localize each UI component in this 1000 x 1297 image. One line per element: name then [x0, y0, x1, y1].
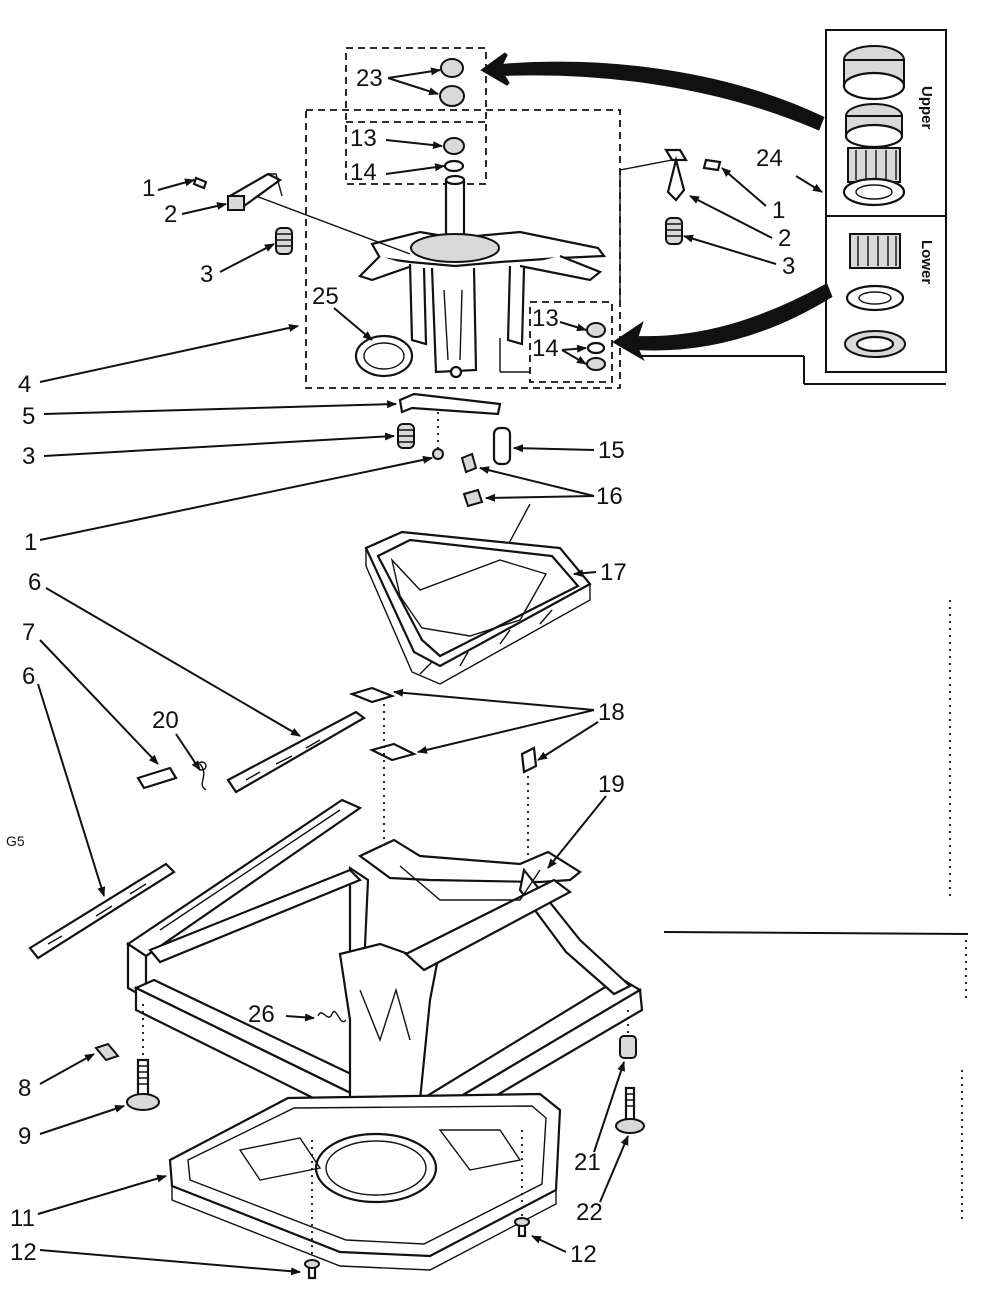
label-22: 22	[576, 1199, 603, 1226]
label-15: 15	[598, 437, 625, 464]
label-14-top: 14	[350, 159, 377, 186]
label-1-left: 1	[142, 175, 155, 202]
label-13-top: 13	[350, 125, 377, 152]
brake-tray-17	[364, 530, 592, 685]
label-20: 20	[152, 707, 179, 734]
label-3-right: 3	[782, 253, 795, 280]
upper-bearing-arrow	[480, 52, 825, 131]
label-3-center: 3	[22, 443, 35, 470]
label-5: 5	[22, 403, 35, 430]
upper-bearing-icon	[842, 45, 906, 207]
label-16-top: 16	[596, 483, 623, 510]
brake-bar-5	[397, 392, 512, 466]
label-6-top: 6	[28, 569, 41, 596]
label-21: 21	[574, 1149, 601, 1176]
label-1-right: 1	[772, 197, 785, 224]
label-24: 24	[756, 145, 783, 172]
label-23: 23	[356, 65, 383, 92]
screws-12	[304, 1130, 530, 1280]
label-11: 11	[10, 1205, 35, 1232]
upper-bearing-box: 23 13 14	[345, 47, 487, 186]
label-12-left: 12	[10, 1239, 37, 1266]
rods-6-7-20	[28, 710, 366, 960]
left-clip-group	[192, 172, 293, 255]
label-1-center: 1	[24, 529, 37, 556]
label-25: 25	[312, 283, 339, 310]
plates-18	[348, 686, 538, 774]
label-17: 17	[600, 559, 627, 586]
lower-bearing-icon	[844, 233, 906, 358]
base-pan-11	[168, 1092, 562, 1271]
inset-upper-label: Upper	[918, 86, 935, 130]
leveling-feet	[94, 1004, 645, 1134]
mount-assembly-box	[305, 109, 621, 389]
label-g5: G5	[6, 833, 25, 849]
label-13-lower: 13	[532, 305, 559, 332]
label-3-left: 3	[200, 261, 213, 288]
right-clip-group	[619, 148, 722, 300]
clip-26	[317, 1011, 347, 1023]
label-4: 4	[18, 371, 31, 398]
label-26: 26	[248, 1001, 275, 1028]
inset-lower-label: Lower	[918, 240, 935, 284]
lower-bearing-arrow	[612, 283, 833, 362]
label-14-lower: 14	[532, 335, 559, 362]
lower-bearing-box: 13 14	[529, 301, 613, 383]
reference-line	[663, 931, 969, 935]
label-18: 18	[598, 699, 625, 726]
mounting-bracket-assembly	[239, 174, 607, 379]
main-frame-19	[126, 798, 644, 1149]
label-9: 9	[18, 1123, 31, 1150]
label-7: 7	[22, 619, 35, 646]
seal-ring-25	[354, 334, 414, 378]
label-19: 19	[598, 771, 625, 798]
label-2-left: 2	[164, 201, 177, 228]
label-2-right: 2	[778, 225, 791, 252]
label-6-bottom: 6	[22, 663, 35, 690]
bearing-inset: Upper Lower 24	[756, 29, 947, 373]
label-12-right: 12	[570, 1241, 597, 1268]
label-8: 8	[18, 1075, 31, 1102]
